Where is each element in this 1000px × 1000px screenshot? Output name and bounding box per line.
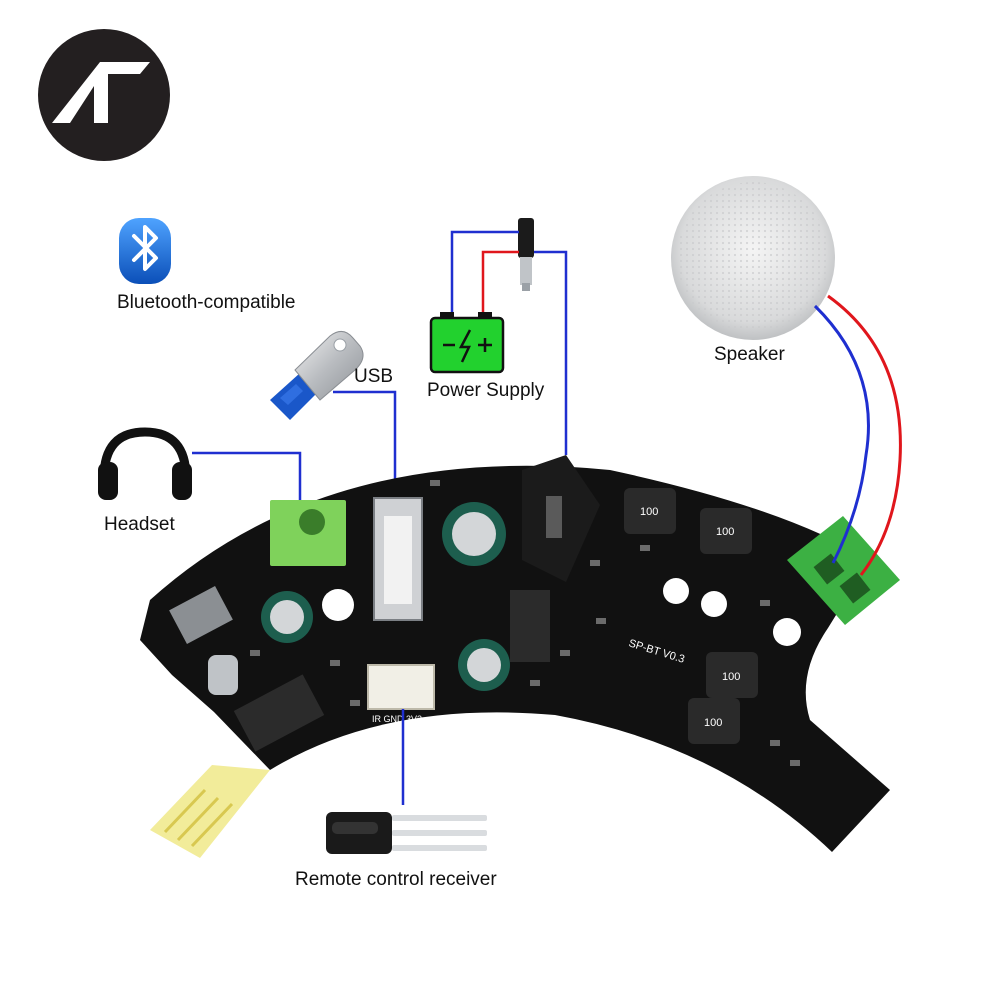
speaker-label: Speaker (714, 344, 785, 365)
inductor-marking-1: 100 (640, 506, 658, 518)
inductor-marking-4: 100 (704, 717, 722, 729)
bluetooth-icon (119, 218, 171, 284)
ir-receiver-icon (326, 812, 487, 854)
power-supply-label: Power Supply (427, 380, 545, 401)
inductor-marking-3: 100 (722, 671, 740, 683)
usb-drive-icon (270, 331, 364, 420)
power-wires (450, 230, 568, 455)
speaker-wire-red (827, 294, 902, 576)
speaker-icon (671, 176, 835, 340)
pcb-board: SP-BT V0.3 100 100 100 100 IR GND 3V3 (140, 455, 900, 858)
battery-icon (429, 312, 505, 374)
speaker-wire-blue (813, 304, 870, 564)
ir-pin-text: IR GND 3V3 (372, 714, 422, 724)
headset-leader-line (192, 451, 302, 505)
usb-leader-line (333, 390, 397, 498)
bluetooth-label: Bluetooth-compatible (117, 292, 296, 313)
headset-label: Headset (104, 514, 175, 535)
usb-label: USB (354, 366, 394, 387)
brand-logo (38, 29, 170, 161)
inductor-marking-2: 100 (716, 526, 734, 538)
dc-plug-icon (518, 218, 534, 291)
headphones-icon (98, 427, 192, 500)
remote-receiver-label: Remote control receiver (295, 869, 497, 890)
